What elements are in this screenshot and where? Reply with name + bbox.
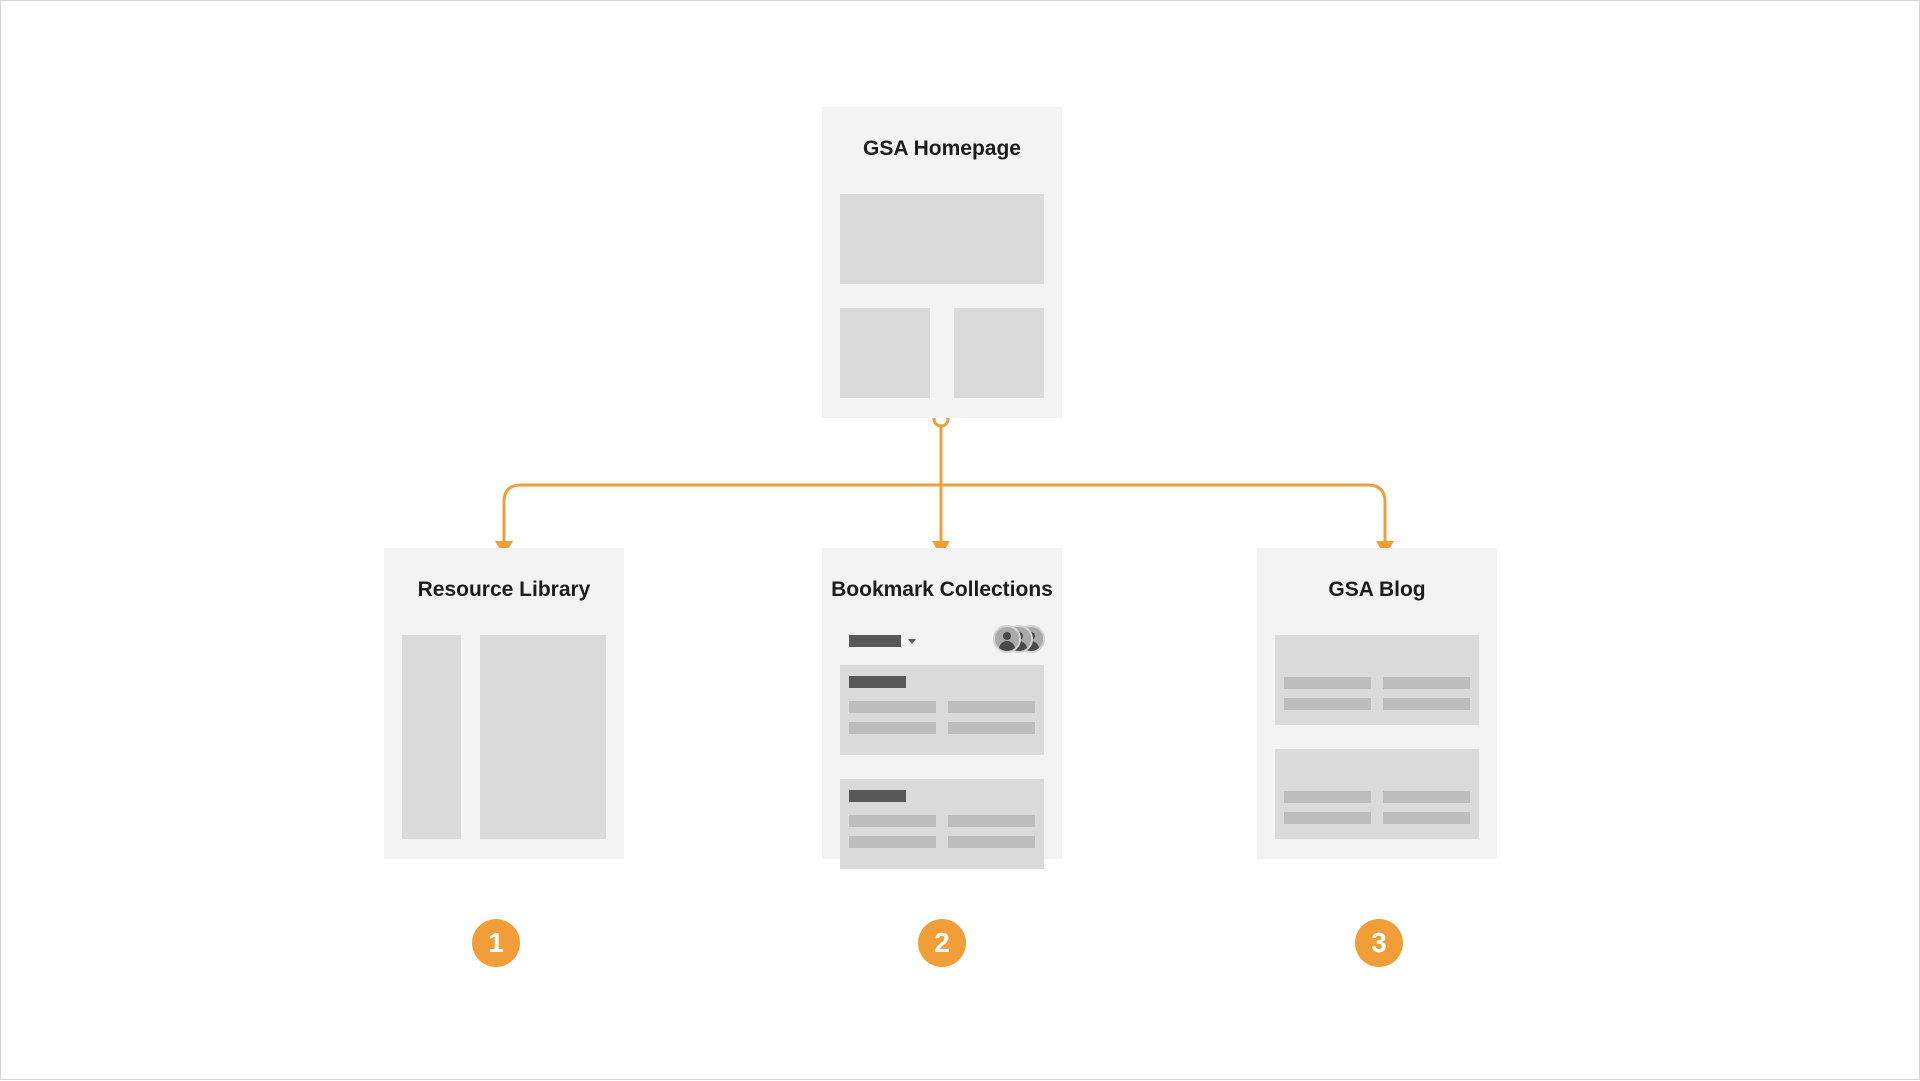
text-placeholder xyxy=(948,701,1035,713)
node-gsa-homepage: GSA Homepage xyxy=(822,107,1062,418)
dropdown-placeholder xyxy=(849,635,901,647)
text-placeholder xyxy=(1284,812,1371,824)
collection-card xyxy=(840,665,1044,755)
text-placeholder xyxy=(948,815,1035,827)
node-title: Bookmark Collections xyxy=(831,578,1053,601)
node-bookmark-collections: Bookmark Collections xyxy=(822,548,1062,869)
content-block-left xyxy=(840,308,930,398)
collection-heading-placeholder xyxy=(849,676,906,688)
node-title: Resource Library xyxy=(417,578,591,601)
text-placeholder xyxy=(849,815,936,827)
text-placeholder xyxy=(1383,677,1470,689)
branch-line-left xyxy=(502,483,941,541)
content-block-right xyxy=(954,308,1044,398)
main-block xyxy=(480,635,606,839)
chevron-down-icon xyxy=(908,639,916,644)
branch-line-right xyxy=(941,483,1387,541)
text-placeholder xyxy=(1284,677,1371,689)
hero-block xyxy=(840,194,1044,284)
text-placeholder xyxy=(1383,698,1470,710)
avatar xyxy=(993,625,1021,653)
step-badge-2: 2 xyxy=(918,919,966,967)
text-placeholder xyxy=(948,722,1035,734)
post-card xyxy=(1275,749,1479,839)
step-badge-3: 3 xyxy=(1355,919,1403,967)
collection-card xyxy=(840,779,1044,869)
text-placeholder xyxy=(849,722,936,734)
text-placeholder xyxy=(1284,791,1371,803)
text-placeholder xyxy=(1383,812,1470,824)
node-title: GSA Blog xyxy=(1328,578,1426,601)
node-resource-library: Resource Library xyxy=(384,548,624,859)
step-badge-1: 1 xyxy=(472,919,520,967)
node-title: GSA Homepage xyxy=(863,137,1021,160)
sidebar-block xyxy=(402,635,461,839)
post-card xyxy=(1275,635,1479,725)
text-placeholder xyxy=(1284,698,1371,710)
text-placeholder xyxy=(849,836,936,848)
text-placeholder xyxy=(948,836,1035,848)
collection-heading-placeholder xyxy=(849,790,906,802)
text-placeholder xyxy=(1383,791,1470,803)
node-gsa-blog: GSA Blog xyxy=(1257,548,1497,859)
user-group-icon xyxy=(993,625,1045,653)
text-placeholder xyxy=(849,701,936,713)
